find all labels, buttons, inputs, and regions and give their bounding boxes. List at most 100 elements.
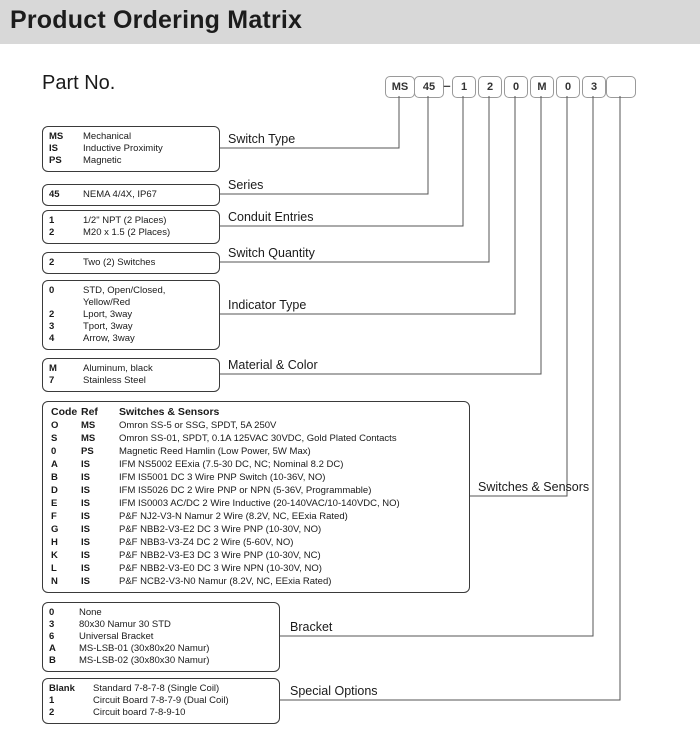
row-ref: MS (81, 433, 96, 444)
table-row: 7 Stainless Steel (49, 375, 213, 387)
section-box-series: 45 NEMA 4/4X, IP67 (42, 184, 220, 206)
part-segment-switch-type: MS (385, 76, 415, 98)
section-box-bracket: 0 None 3 80x30 Namur 30 STD 6 Universal … (42, 602, 280, 672)
row-code: E (51, 498, 58, 509)
row-ref: IS (81, 524, 90, 535)
table-row: D IS IFM IS5026 DC 2 Wire PNP or NPN (5-… (51, 484, 461, 497)
row-desc: IFM IS0003 AC/DC 2 Wire Inductive (20-14… (119, 498, 400, 509)
row-code: 45 (49, 189, 60, 200)
row-code: 1 (49, 215, 55, 226)
section-rows: O MS Omron SS-5 or SSG, SPDT, 5A 250V S … (51, 419, 461, 588)
section-box-switches-sensors: Code Ref Switches & Sensors O MS Omron S… (42, 401, 470, 593)
table-row: A MS-LSB-01 (30x80x20 Namur) (49, 643, 273, 655)
table-row: L IS P&F NBB2-V3-E0 DC 3 Wire NPN (10-30… (51, 562, 461, 575)
row-desc: 80x30 Namur 30 STD (79, 619, 171, 630)
row-desc: P&F NBB2-V3-E3 DC 3 Wire PNP (10-30V, NC… (119, 550, 321, 561)
part-no-label: Part No. (42, 72, 116, 94)
section-rows: M Aluminum, black 7 Stainless Steel (49, 363, 213, 387)
header-code: Code (51, 406, 78, 418)
table-row: B IS IFM IS5001 DC 3 Wire PNP Switch (10… (51, 471, 461, 484)
table-row: B MS-LSB-02 (30x80x30 Namur) (49, 655, 273, 667)
part-segment-switch-quantity: 2 (478, 76, 502, 98)
row-code: F (51, 511, 57, 522)
row-desc: IFM IS5001 DC 3 Wire PNP Switch (10-36V,… (119, 472, 326, 483)
row-ref: IS (81, 511, 90, 522)
header-ref: Ref (81, 406, 98, 418)
table-row: 1 Circuit Board 7-8-7-9 (Dual Coil) (49, 695, 273, 707)
part-segment-material-color: M (530, 76, 554, 98)
section-rows: 0 STD, Open/Closed, Yellow/Red 2 Lport, … (49, 285, 213, 345)
row-code: O (51, 420, 59, 431)
table-row: PS Magnetic (49, 155, 213, 167)
section-label-series: Series (228, 178, 264, 192)
row-code: B (51, 472, 58, 483)
row-desc: Two (2) Switches (83, 257, 156, 268)
row-code: 2 (49, 707, 55, 718)
row-desc: MS-LSB-02 (30x80x30 Namur) (79, 655, 210, 666)
row-desc: Omron SS-5 or SSG, SPDT, 5A 250V (119, 420, 277, 431)
table-row: G IS P&F NBB2-V3-E2 DC 3 Wire PNP (10-30… (51, 523, 461, 536)
row-desc: Tport, 3way (83, 321, 133, 332)
row-desc: Circuit board 7-8-9-10 (93, 707, 186, 718)
row-desc: M20 x 1.5 (2 Places) (83, 227, 171, 238)
part-segment-conduit-entries: 1 (452, 76, 476, 98)
row-code: 1 (49, 695, 55, 706)
row-code: 6 (49, 631, 55, 642)
row-code: A (51, 459, 58, 470)
section-label-switches-sensors: Switches & Sensors (478, 480, 590, 494)
row-ref: IS (81, 472, 90, 483)
part-segment-indicator-type: 0 (504, 76, 528, 98)
row-code: K (51, 550, 58, 561)
row-desc: Mechanical (83, 131, 132, 142)
row-code: IS (49, 143, 58, 154)
row-ref: IS (81, 485, 90, 496)
row-ref: IS (81, 550, 90, 561)
row-code: M (49, 363, 57, 374)
connector-line-special-options (280, 96, 621, 701)
table-row: 4 Arrow, 3way (49, 333, 213, 345)
row-code: 2 (49, 309, 55, 320)
row-desc: STD, Open/Closed, Yellow/Red (83, 285, 166, 308)
section-rows: MS Mechanical IS Inductive Proximity PS … (49, 131, 213, 167)
row-desc: P&F NCB2-V3-N0 Namur (8.2V, NC, EExia Ra… (119, 576, 332, 587)
row-desc: P&F NBB3-V3-Z4 DC 2 Wire (5-60V, NO) (119, 537, 294, 548)
table-row: 0 None (49, 607, 273, 619)
row-code: 2 (49, 227, 55, 238)
row-code: D (51, 485, 58, 496)
part-segment-switches-sensors: 0 (556, 76, 580, 98)
section-rows: 0 None 3 80x30 Namur 30 STD 6 Universal … (49, 607, 273, 667)
table-row: 3 80x30 Namur 30 STD (49, 619, 273, 631)
section-label-switch-type: Switch Type (228, 132, 296, 146)
table-row: 1 1/2" NPT (2 Places) (49, 215, 213, 227)
table-row: F IS P&F NJ2-V3-N Namur 2 Wire (8.2V, NC… (51, 510, 461, 523)
section-label-switch-quantity: Switch Quantity (228, 246, 315, 260)
section-rows: 45 NEMA 4/4X, IP67 (49, 189, 213, 201)
row-desc: Circuit Board 7-8-7-9 (Dual Coil) (93, 695, 229, 706)
table-row: 2 Lport, 3way (49, 309, 213, 321)
table-row: 0 STD, Open/Closed, Yellow/Red (49, 285, 213, 309)
table-row: 3 Tport, 3way (49, 321, 213, 333)
row-ref: IS (81, 537, 90, 548)
row-desc: P&F NJ2-V3-N Namur 2 Wire (8.2V, NC, EEx… (119, 511, 348, 522)
row-ref: IS (81, 563, 90, 574)
section-label-bracket: Bracket (290, 620, 333, 634)
row-desc: Lport, 3way (83, 309, 133, 320)
row-code: A (49, 643, 56, 654)
table-row: S MS Omron SS-01, SPDT, 0.1A 125VAC 30VD… (51, 432, 461, 445)
header-desc: Switches & Sensors (119, 406, 220, 418)
page-title: Product Ordering Matrix (10, 6, 303, 34)
row-desc: NEMA 4/4X, IP67 (83, 189, 157, 200)
row-code: 0 (51, 446, 57, 457)
section-box-conduit-entries: 1 1/2" NPT (2 Places) 2 M20 x 1.5 (2 Pla… (42, 210, 220, 244)
connector-line-indicator-type (220, 96, 516, 315)
table-row: Blank Standard 7-8-7-8 (Single Coil) (49, 683, 273, 695)
row-desc: IFM IS5026 DC 2 Wire PNP or NPN (5-36V, … (119, 485, 372, 496)
table-row: N IS P&F NCB2-V3-N0 Namur (8.2V, NC, EEx… (51, 575, 461, 588)
row-code: 0 (49, 285, 55, 296)
row-code: S (51, 433, 58, 444)
section-box-material-color: M Aluminum, black 7 Stainless Steel (42, 358, 220, 392)
row-desc: Standard 7-8-7-8 (Single Coil) (93, 683, 220, 694)
connector-line-switches-sensors (470, 96, 568, 497)
table-row: 2 Two (2) Switches (49, 257, 213, 269)
